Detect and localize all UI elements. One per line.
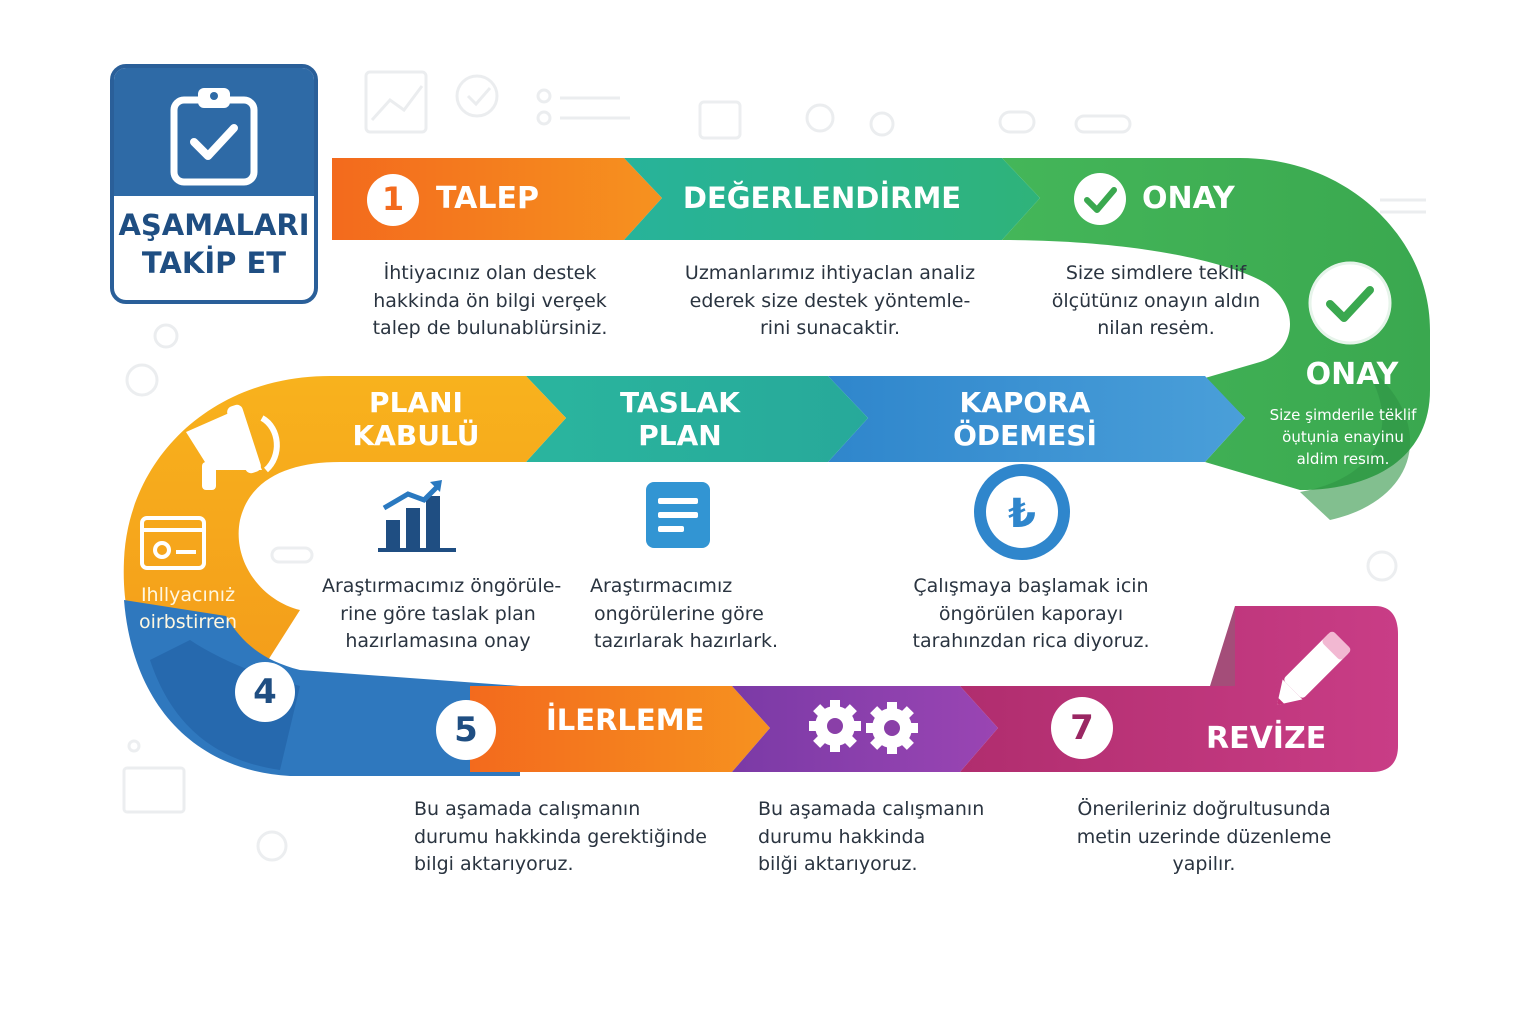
- step-5-number: 5: [454, 710, 478, 750]
- step-4-number: 4: [253, 672, 277, 712]
- step-4-badge: [235, 662, 295, 722]
- step-1-number: 1: [381, 180, 405, 218]
- step-revize-title: REVİZE: [1206, 721, 1327, 756]
- badge-title-line1: AŞAMALARI: [118, 208, 310, 242]
- step-7-number: 7: [1070, 708, 1094, 748]
- step-plani-desc: Araştırmacımız öngörüle-rine göre taslak…: [322, 575, 562, 652]
- pencil-icon: [1276, 631, 1351, 706]
- step-1-badge: [367, 174, 419, 226]
- step-ilerleme-title: İLERLEME: [546, 703, 705, 737]
- step-ilerleme-arrow: [470, 686, 770, 772]
- onay-curve-band: [1002, 158, 1430, 490]
- svg-text:₺: ₺: [1008, 491, 1036, 537]
- document-icon: [646, 482, 710, 548]
- step-7-badge: [1051, 697, 1113, 759]
- badge-title-line2: TAKİP ET: [141, 246, 287, 280]
- clipboard-check-icon: [170, 88, 258, 186]
- step-5-badge: [436, 700, 496, 760]
- card-icon: [140, 516, 206, 570]
- step-degerlendirme-arrow: [624, 158, 1040, 240]
- step-talep-title: TALEP: [436, 181, 539, 216]
- check-icon: [1084, 187, 1117, 213]
- step-onay-side-title: ONAY: [1305, 357, 1399, 392]
- onay-top-check-circle: [1074, 173, 1126, 225]
- step-degerlendirme-title: DEĞERLENDİRME: [682, 181, 962, 215]
- background-decoration-icons: [122, 70, 1426, 862]
- step-kapora-arrow: [828, 376, 1245, 462]
- check-icon: [1326, 286, 1374, 322]
- growth-chart-icon: [378, 480, 456, 552]
- gears-icon: [809, 700, 918, 754]
- step-gears-arrow: [732, 686, 998, 772]
- step-onay-top-title: ONAY: [1142, 181, 1235, 216]
- lira-coin-icon: ₺: [974, 464, 1070, 560]
- step-talep-arrow: [332, 158, 662, 240]
- step-taslak-arrow: [526, 376, 868, 462]
- onay-side-check-circle: [1308, 261, 1392, 345]
- megaphone-icon: [186, 404, 280, 490]
